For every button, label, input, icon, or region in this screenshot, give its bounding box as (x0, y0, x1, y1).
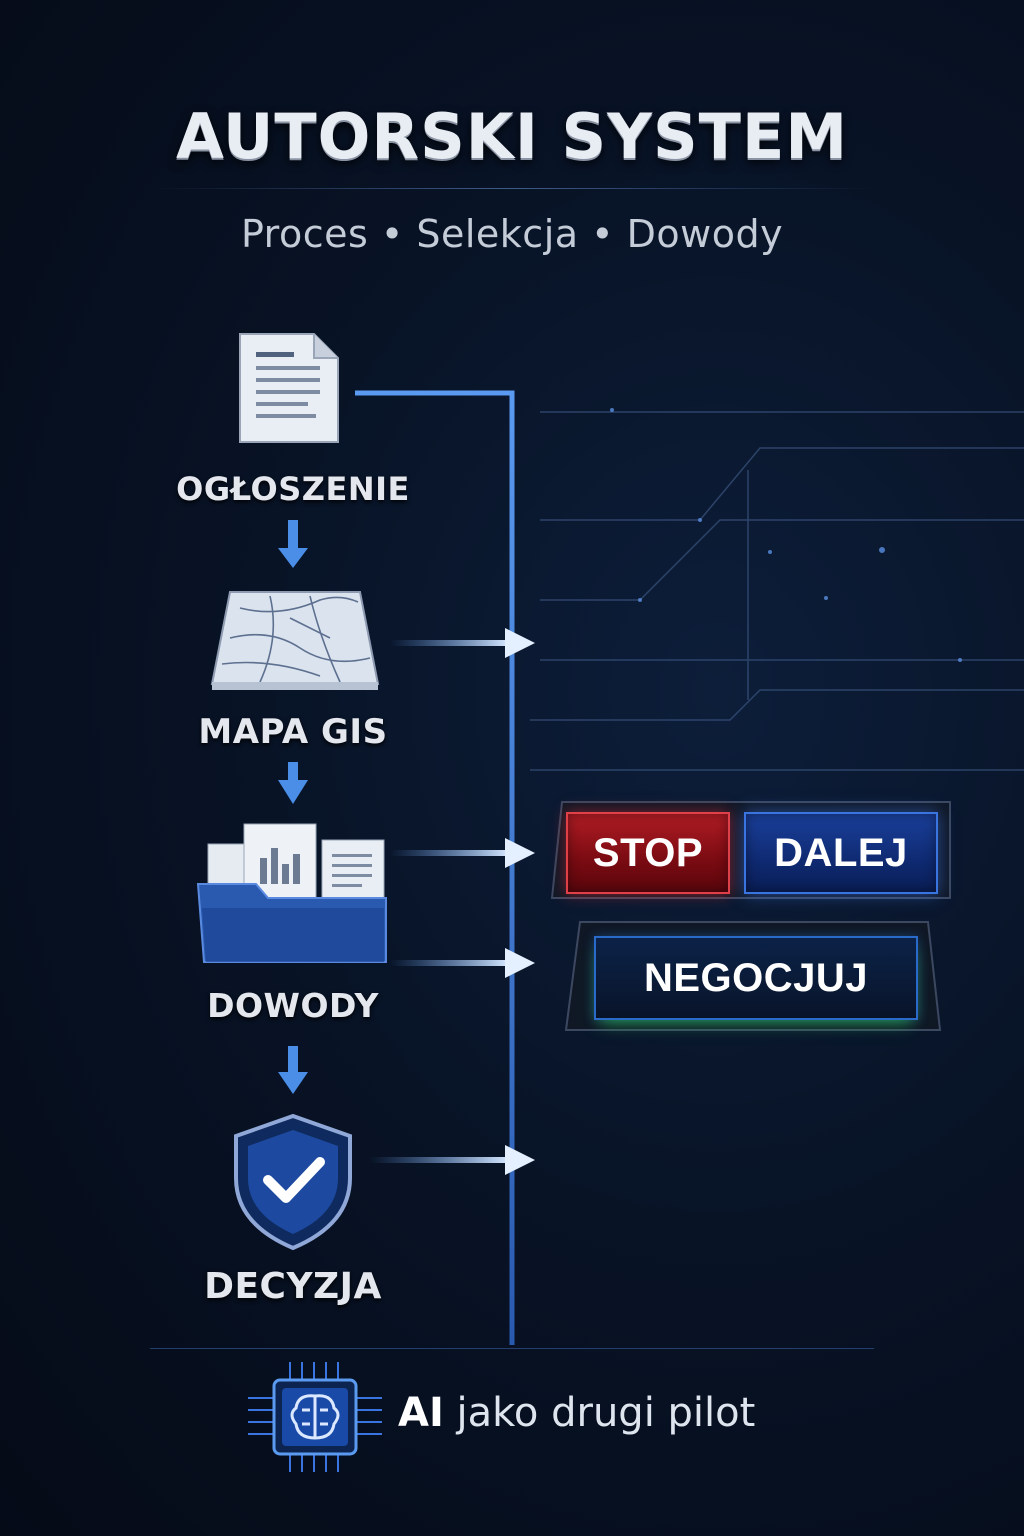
shield-check-icon (234, 1113, 352, 1251)
title-separator (150, 188, 874, 189)
circuit-dots (610, 408, 962, 662)
footer-ai-label: AI (398, 1390, 444, 1436)
footer-tagline: AI jako drugi pilot (398, 1390, 755, 1436)
stop-button[interactable]: STOP (566, 812, 730, 894)
footer-tagline-rest: jako drugi pilot (443, 1390, 756, 1436)
page-subtitle: Proces • Selekcja • Dowody (240, 212, 784, 256)
map-icon (210, 591, 380, 690)
down-arrows (278, 520, 308, 1094)
step-label-decyzja: DECYZJA (204, 1266, 382, 1307)
step-label-mapa-gis: MAPA GIS (198, 712, 388, 752)
page-title: AUTORSKI SYSTEM (175, 100, 849, 173)
process-spine-line (355, 390, 515, 1345)
folder-documents-icon (196, 823, 387, 963)
step-arrows (370, 628, 535, 1175)
ai-brain-chip-icon (248, 1362, 382, 1472)
circuit-lines (530, 411, 1024, 771)
negocjuj-button[interactable]: NEGOCJUJ (594, 936, 918, 1020)
dalej-button[interactable]: DALEJ (744, 812, 938, 894)
document-icon (239, 333, 339, 443)
step-label-ogloszenie: OGŁOSZENIE (176, 470, 410, 508)
step-label-dowody: DOWODY (207, 986, 379, 1025)
